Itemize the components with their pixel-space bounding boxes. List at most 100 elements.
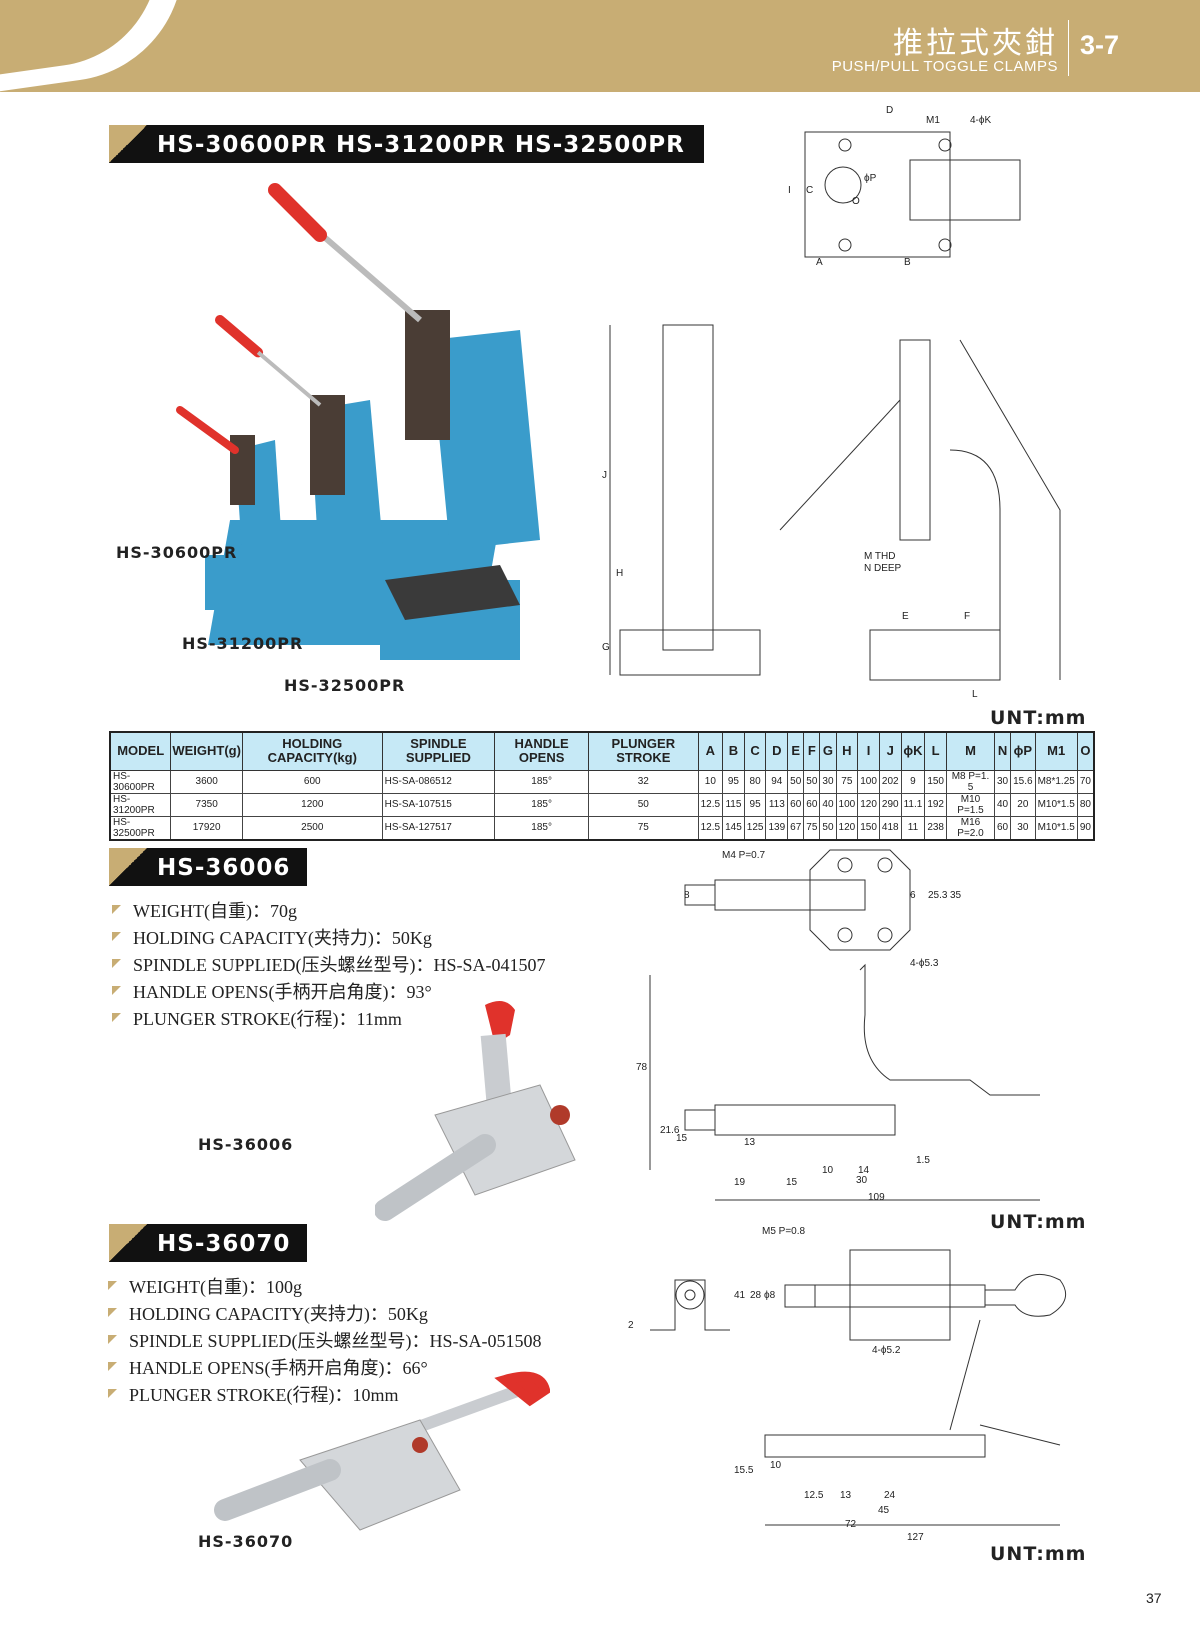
photo-label-hs-31200pr: HS-31200PR [182,634,304,653]
table-cell: 115 [722,792,745,817]
drawing-label: 25.3 [928,890,948,901]
table-cell: 94 [765,769,789,794]
table-cell: 60 [787,792,805,817]
column-header: L [924,731,947,771]
bullet-arrow-icon [112,959,121,968]
product-photo-press-clamps [176,183,540,660]
drawing-label: M5 P=0.8 [762,1226,806,1237]
table-cell: 10 [697,769,724,794]
table-cell: 600 [241,769,383,794]
column-header: D [765,731,789,771]
column-header: J [878,731,902,771]
drawing-label: I [788,185,791,196]
table-cell: HS-SA-127517 [381,815,496,840]
spec-text: HANDLE OPENS(手柄开启角度)：66° [129,1357,428,1378]
table-cell: 100 [835,792,859,817]
drawing-label: 13 [840,1490,852,1501]
spec-item: SPINDLE SUPPLIED(压头螺丝型号)：HS-SA-051508 [108,1326,542,1353]
drawing-label: C [806,185,814,196]
spec-item: HOLDING CAPACITY(夹持力)：50Kg [108,1299,542,1326]
bullet-arrow-icon [112,905,121,914]
spec-item: HOLDING CAPACITY(夹持力)：50Kg [112,923,546,950]
drawing-label: 109 [868,1192,885,1203]
table-cell: HS-31200PR [109,792,172,817]
bullet-arrow-icon [108,1389,117,1398]
table-cell: 12.5 [697,792,724,817]
column-header: B [722,731,745,771]
photo-label-hs-36006: HS-36006 [198,1135,294,1154]
table-cell: 75 [803,815,821,840]
column-header: G [819,731,837,771]
drawing-label: B [904,257,911,268]
section-number: 3-7 [1080,30,1120,60]
table-cell: 418 [878,815,902,840]
section-title-text: HS-36070 [157,1231,291,1257]
drawing-label: F [964,611,971,622]
spec-item: HANDLE OPENS(手柄开启角度)：66° [108,1353,542,1380]
table-cell: HS-SA-086512 [381,769,496,794]
section-title-hs-30600pr: HS-30600PR HS-31200PR HS-32500PR [109,125,704,163]
table-cell: 202 [878,769,902,794]
drawing-label: D [886,105,894,116]
header-title-en: PUSH/PULL TOGGLE CLAMPS [831,58,1058,75]
drawing-label: 78 [636,1062,648,1073]
column-header: SPINDLE SUPPLIED [381,731,496,771]
table-cell: 30 [993,769,1012,794]
table-cell: 185° [494,792,590,817]
table-cell: 113 [765,792,789,817]
photo-label-hs-30600pr: HS-30600PR [116,543,238,562]
column-header: N [993,731,1012,771]
drawing-label: 10 [822,1165,834,1176]
table-cell: 50 [787,769,805,794]
bullet-arrow-icon [112,986,121,995]
table-cell: 120 [857,792,880,817]
drawing-label: 12.5 [804,1490,824,1501]
drawing-label: M THD [864,551,896,562]
unit-label: UNT:mm [990,707,1087,729]
column-header: E [787,731,805,771]
drawing-label: 14 [858,1165,870,1176]
drawing-label: L [972,689,978,700]
table-cell: 60 [803,792,821,817]
table-cell: 120 [835,815,859,840]
table-cell: 67 [787,815,805,840]
table-cell: 20 [1010,792,1036,817]
table-cell: 238 [924,815,947,840]
spec-text: SPINDLE SUPPLIED(压头螺丝型号)：HS-SA-041507 [133,954,546,975]
drawing-label: 72 [845,1519,857,1530]
spec-item: SPINDLE SUPPLIED(压头螺丝型号)：HS-SA-041507 [112,950,546,977]
drawing-label: 15 [676,1133,688,1144]
table-cell: M10*1.5 [1034,815,1078,840]
table-cell: 192 [924,792,947,817]
spec-item: PLUNGER STROKE(行程)：10mm [108,1380,542,1407]
column-header: H [835,731,859,771]
table-cell: 40 [993,792,1012,817]
section-title-text: HS-30600PR HS-31200PR HS-32500PR [157,132,685,158]
table-cell: 32 [588,769,699,794]
column-header: C [743,731,767,771]
drawing-label: M4 P=0.7 [722,850,766,861]
drawing-label: 4-ϕ5.3 [910,958,939,969]
spec-text: PLUNGER STROKE(行程)：10mm [129,1384,399,1405]
table-cell: 11 [900,815,926,840]
spec-item: HANDLE OPENS(手柄开启角度)：93° [112,977,546,1004]
section-title-hs-36006: HS-36006 [109,848,307,886]
drawing-label: 15.5 [734,1465,754,1476]
spec-item: PLUNGER STROKE(行程)：11mm [112,1004,546,1031]
spec-item: WEIGHT(自重)：100g [108,1272,542,1299]
drawing-label: E [902,611,909,622]
unit-label: UNT:mm [990,1543,1087,1565]
table-cell: M8 P=1. 5 [946,769,995,794]
table-cell: 50 [803,769,821,794]
title-accent [109,848,147,886]
header-band: 推拉式夾鉗 PUSH/PULL TOGGLE CLAMPS 3-7 [0,0,1200,96]
spec-text: HOLDING CAPACITY(夹持力)：50Kg [129,1303,428,1324]
drawing-label: ϕ8 [764,1290,776,1301]
drawing-label: 15 [786,1177,798,1188]
table-cell: 125 [743,815,767,840]
